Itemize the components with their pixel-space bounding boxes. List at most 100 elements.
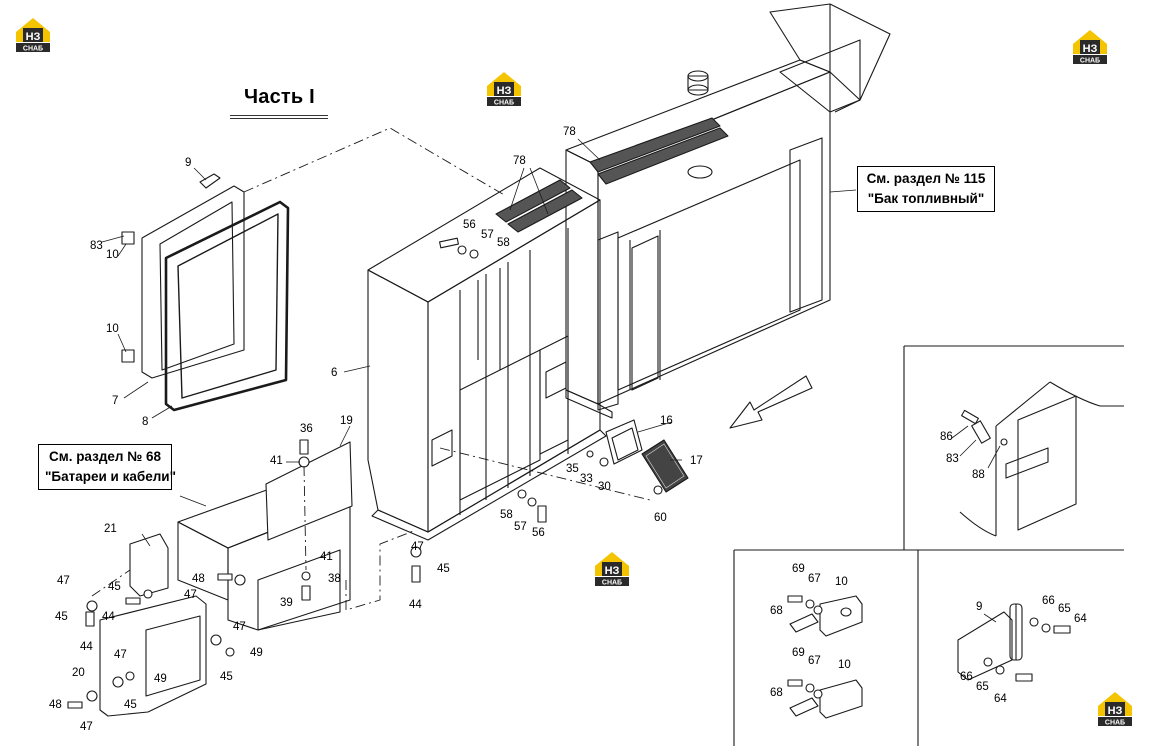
part-label-47: 47 (57, 575, 70, 587)
part-label-49: 49 (154, 673, 167, 685)
part-label-47: 47 (80, 721, 93, 733)
part-label-47: 47 (233, 621, 246, 633)
part-label-10: 10 (106, 323, 119, 335)
part-label-16: 16 (660, 415, 673, 427)
part-label-58: 58 (497, 237, 510, 249)
cabinet-6 (367, 167, 607, 541)
callout-fuel-tank: См. раздел № 115"Бак топливный" (857, 166, 995, 212)
part-label-44: 44 (80, 641, 93, 653)
svg-text:НЗ: НЗ (1108, 705, 1123, 717)
part-label-10: 10 (106, 249, 119, 261)
fuel-tank-assembly (565, 3, 891, 419)
cover-16 (605, 419, 643, 465)
part-label-67: 67 (808, 655, 821, 667)
svg-text:НЗ: НЗ (1083, 43, 1098, 55)
part-label-60: 60 (654, 512, 667, 524)
svg-text:СНАБ: СНАБ (602, 580, 622, 587)
part-label-45: 45 (124, 699, 137, 711)
title-underline-2 (230, 118, 328, 119)
part-label-69: 69 (792, 563, 805, 575)
logo-mark: НЗ СНАБ (487, 72, 521, 107)
part-label-45: 45 (437, 563, 450, 575)
part-label-6: 6 (331, 367, 337, 379)
part-label-10: 10 (835, 576, 848, 588)
title-underline (230, 115, 328, 116)
seal-8 (164, 200, 290, 412)
door-7 (141, 185, 245, 379)
detail-hinge (957, 603, 1023, 681)
part-label-21: 21 (104, 523, 117, 535)
part-label-64: 64 (1074, 613, 1087, 625)
part-label-78: 78 (513, 155, 526, 167)
part-label-68: 68 (770, 687, 783, 699)
part-label-66: 66 (1042, 595, 1055, 607)
svg-text:НЗ: НЗ (605, 565, 620, 577)
part-label-48: 48 (192, 573, 205, 585)
direction-arrow (729, 375, 813, 429)
part-label-38: 38 (328, 573, 341, 585)
part-label-41: 41 (270, 455, 283, 467)
part-label-47: 47 (114, 649, 127, 661)
callout-batteries: См. раздел № 68"Батареи и кабели" (38, 444, 176, 490)
part-label-8: 8 (142, 416, 148, 428)
part-label-68: 68 (770, 605, 783, 617)
part-label-88: 88 (972, 469, 985, 481)
part-label-66: 66 (960, 671, 973, 683)
part-label-33: 33 (580, 473, 593, 485)
part-label-20: 20 (72, 667, 85, 679)
part-label-47: 47 (184, 589, 197, 601)
part-label-17: 17 (690, 455, 703, 467)
part-label-44: 44 (102, 611, 115, 623)
part-label-41: 41 (320, 551, 333, 563)
part-label-48: 48 (49, 699, 62, 711)
logo-mark: НЗ СНАБ (1098, 692, 1132, 727)
part-label-30: 30 (598, 481, 611, 493)
part-label-56: 56 (463, 219, 476, 231)
part-label-65: 65 (1058, 603, 1071, 615)
part-label-83: 83 (90, 240, 103, 252)
filter-17 (641, 439, 689, 493)
part-label-19: 19 (340, 415, 353, 427)
logo-mark: НЗ СНАБ (595, 552, 629, 587)
part-label-44: 44 (409, 599, 422, 611)
part-label-36: 36 (300, 423, 313, 435)
battery-box (99, 441, 353, 717)
logo-mark: НЗ СНАБ (1073, 30, 1107, 65)
part-label-57: 57 (514, 521, 527, 533)
svg-text:СНАБ: СНАБ (1080, 58, 1100, 65)
svg-text:СНАБ: СНАБ (1105, 720, 1125, 727)
part-label-45: 45 (108, 581, 121, 593)
detail-latch-upper (789, 595, 863, 637)
part-label-83: 83 (946, 453, 959, 465)
part-label-56: 56 (532, 527, 545, 539)
assembly-guide-lines (91, 127, 651, 611)
svg-text:НЗ: НЗ (26, 31, 41, 43)
page-title: Часть I (244, 86, 315, 108)
svg-text:СНАБ: СНАБ (23, 46, 43, 53)
part-label-10: 10 (838, 659, 851, 671)
part-label-67: 67 (808, 573, 821, 585)
svg-text:НЗ: НЗ (497, 85, 512, 97)
part-label-9: 9 (976, 601, 982, 613)
logo-mark: НЗ СНАБ (16, 18, 50, 53)
part-label-35: 35 (566, 463, 579, 475)
part-label-64: 64 (994, 693, 1007, 705)
part-label-47: 47 (411, 541, 424, 553)
part-label-57: 57 (481, 229, 494, 241)
part-label-65: 65 (976, 681, 989, 693)
part-label-7: 7 (112, 395, 118, 407)
part-label-86: 86 (940, 431, 953, 443)
part-label-45: 45 (55, 611, 68, 623)
part-label-58: 58 (500, 509, 513, 521)
detail-door-corner (959, 381, 1124, 537)
part-label-39: 39 (280, 597, 293, 609)
logo-art: НЗ СНАБ НЗ СНАБ НЗ СНАБ НЗ СНАБ НЗ СНАБ (16, 18, 1132, 727)
part-label-78: 78 (563, 126, 576, 138)
svg-text:СНАБ: СНАБ (494, 100, 514, 107)
part-label-49: 49 (250, 647, 263, 659)
part-label-9: 9 (185, 157, 191, 169)
detail-latch-lower (789, 679, 863, 719)
